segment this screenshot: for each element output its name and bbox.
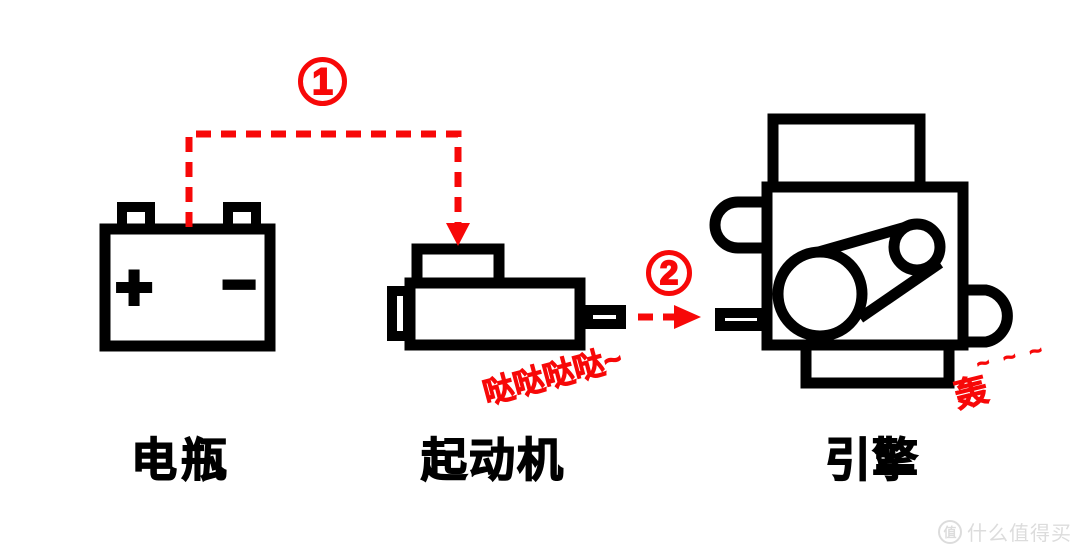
battery-plus-sign: + xyxy=(113,249,154,325)
watermark-badge-icon: 值 xyxy=(938,519,962,544)
step-2-badge: 2 xyxy=(646,250,692,296)
engine-label: 引擎 xyxy=(824,433,919,487)
starter-body xyxy=(404,277,586,351)
battery-minus-sign: − xyxy=(220,250,258,319)
starter-shaft xyxy=(583,305,626,329)
engine-left-nub xyxy=(715,308,767,331)
engine-top-cover xyxy=(767,113,926,192)
starter-motor-icon xyxy=(387,243,626,351)
battery-label: 电瓶 xyxy=(130,433,231,487)
battery-icon xyxy=(99,202,276,352)
flow-arrow-2-head xyxy=(674,305,701,329)
battery-body xyxy=(99,223,276,352)
starter-label: 起动机 xyxy=(420,433,565,487)
engine-right-bump xyxy=(968,284,1013,348)
watermark: 值 什么值得买 xyxy=(938,517,1072,546)
step-1-badge: 1 xyxy=(298,57,347,106)
flow-arrow-1 xyxy=(185,130,470,246)
flow-arrow-1-line xyxy=(185,130,462,227)
flow-arrow-2 xyxy=(638,305,701,329)
flow-arrow-1-head xyxy=(446,223,470,246)
watermark-text: 什么值得买 xyxy=(967,523,1072,545)
engine-pulley-large xyxy=(772,246,868,342)
step-2-number: 2 xyxy=(659,253,679,292)
engine-pulley-small xyxy=(888,218,946,276)
engine-left-bump xyxy=(709,196,766,254)
step-1-number: 1 xyxy=(311,60,334,103)
engine-icon xyxy=(709,113,1013,389)
engine-oil-pan xyxy=(800,344,955,389)
